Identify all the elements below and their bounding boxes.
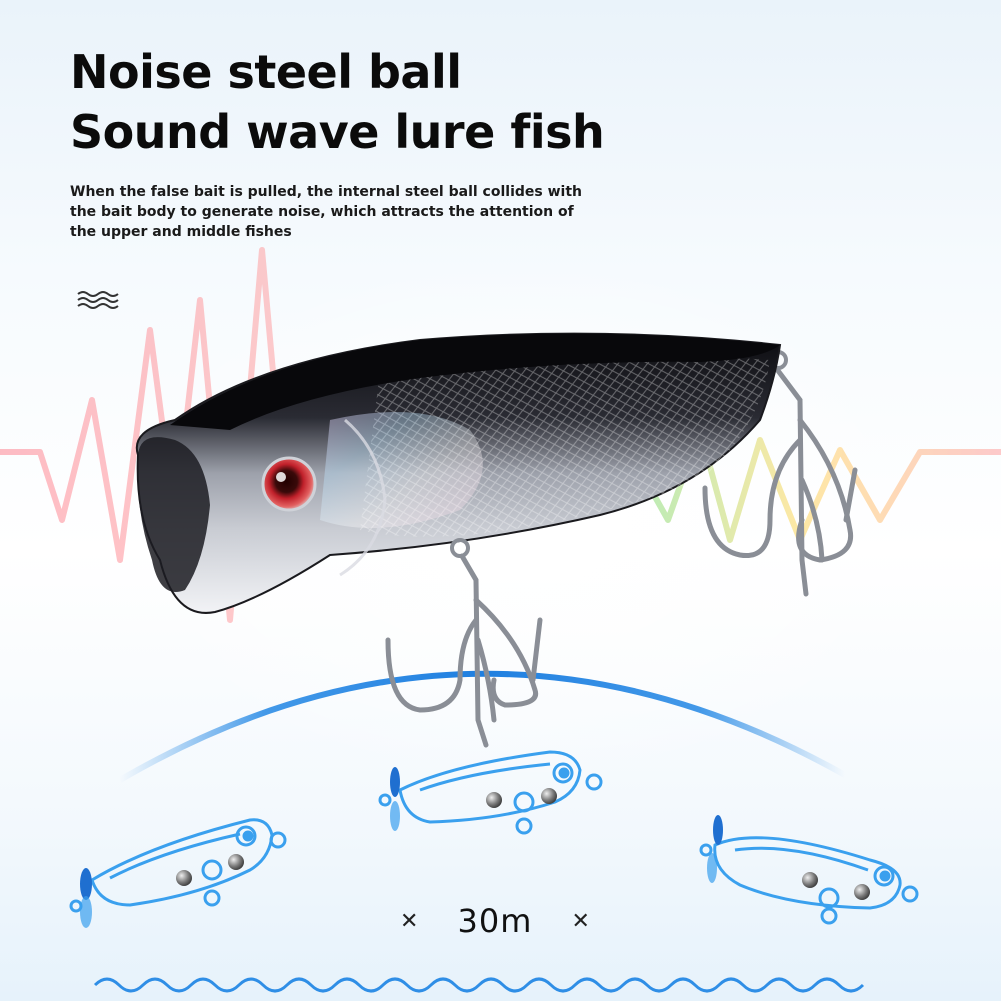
steel-ball-icon [176, 870, 192, 886]
headline: Noise steel ball Sound wave lure fish [70, 42, 605, 162]
lure-diagram-left [69, 818, 287, 928]
cast-arc [118, 670, 847, 783]
right-marker-icon: ✕ [571, 908, 590, 934]
front-treble-hook [385, 538, 543, 748]
steel-ball-icon [802, 872, 818, 888]
wave-lines-icon [77, 291, 119, 309]
steel-ball-icon [486, 792, 502, 808]
headline-line-1: Noise steel ball [70, 45, 462, 99]
rear-treble-hook [702, 350, 858, 597]
lure-diagram-right [699, 815, 919, 925]
description-line-1: When the false bait is pulled, the inter… [70, 184, 582, 200]
description-line-2: the bait body to generate noise, which a… [70, 204, 574, 220]
propeller-icon [69, 868, 92, 928]
distance-label: ✕ 30m ✕ [400, 896, 590, 946]
description: When the false bait is pulled, the inter… [70, 182, 610, 242]
headline-line-2: Sound wave lure fish [70, 105, 605, 159]
water-wave-line [93, 977, 865, 993]
distance-value: 30m [457, 902, 533, 940]
lure-product [135, 332, 858, 748]
description-line-3: the upper and middle fishes [70, 224, 292, 240]
left-marker-icon: ✕ [400, 908, 419, 934]
propeller-icon [699, 815, 723, 883]
lure-diagram-middle [378, 750, 603, 835]
lure-eye [261, 456, 317, 512]
propeller-icon [378, 767, 400, 831]
